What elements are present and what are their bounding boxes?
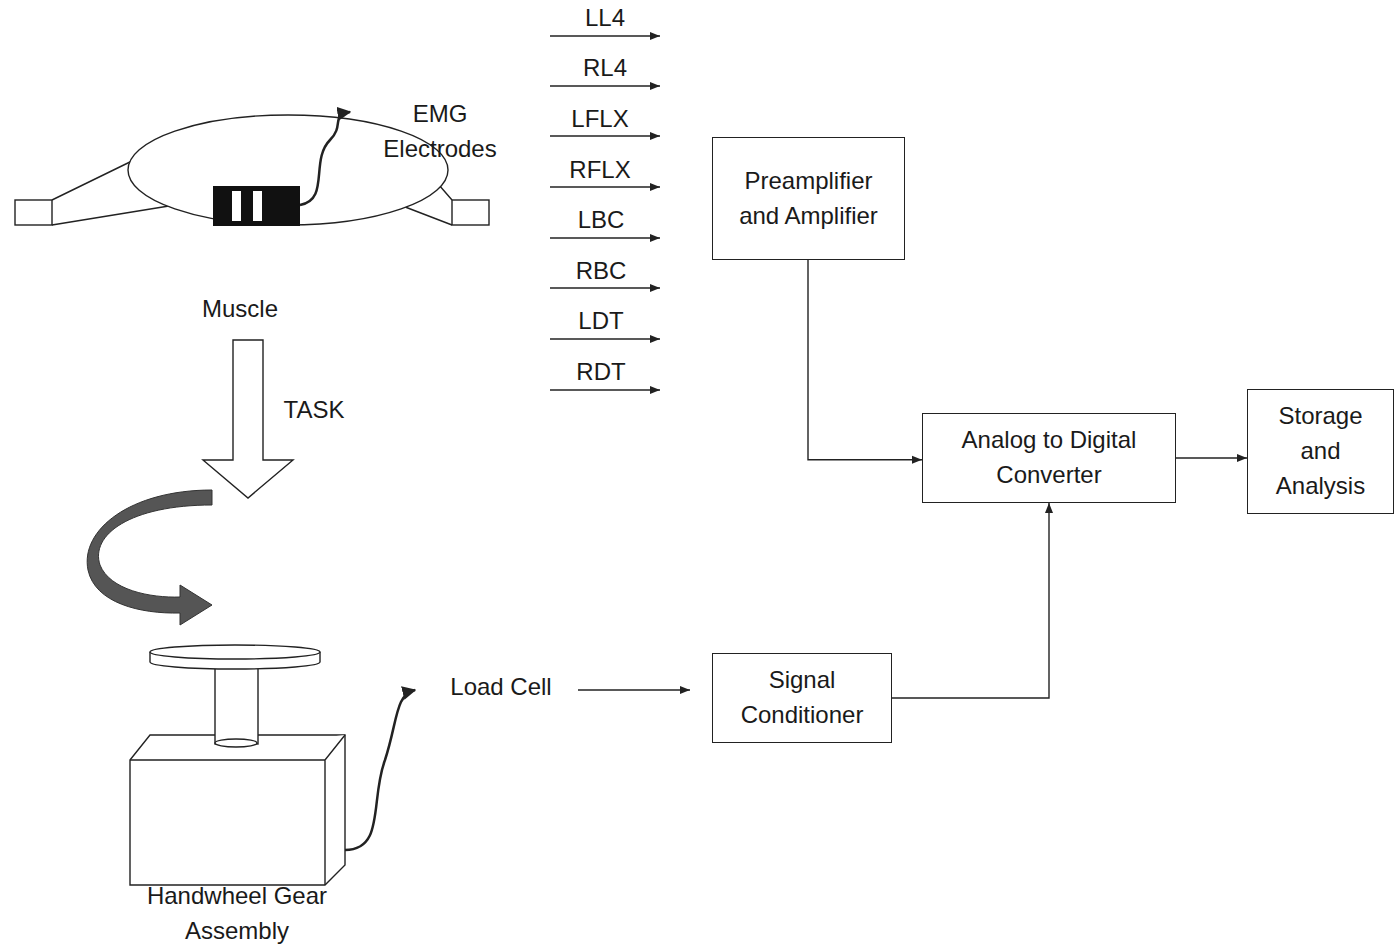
part-name: Handwheel Gear Assembly xyxy=(112,879,362,949)
box-text: Analog to Digital Converter xyxy=(934,423,1164,493)
converter-box: Analog to Digital Converter xyxy=(922,413,1176,503)
signal-name: RDT xyxy=(541,355,661,390)
box-text: Signal Conditioner xyxy=(727,663,877,733)
signal-name: LFLX xyxy=(540,102,660,137)
box-text: Storage and Analysis xyxy=(1261,399,1381,503)
box-text: Preamplifier and Amplifier xyxy=(739,164,879,234)
task-label: TASK xyxy=(264,393,364,428)
rotation-arrow xyxy=(87,490,212,625)
signal-name: RBC xyxy=(541,254,661,289)
signal-name: LBC xyxy=(541,203,661,238)
storage-box: Storage and Analysis xyxy=(1247,389,1394,514)
handwheel-gear-assembly xyxy=(130,645,415,885)
connector-arrow xyxy=(808,260,922,460)
connector-arrow xyxy=(1176,457,1247,458)
signal-name: LL4 xyxy=(545,1,665,36)
conditioner-box: Signal Conditioner xyxy=(712,653,892,743)
part-name: Load Cell xyxy=(426,670,576,705)
part-name: EMG Electrodes xyxy=(375,97,505,167)
signal-name: LDT xyxy=(541,304,661,339)
signal-name: RL4 xyxy=(545,51,665,86)
muscle-figure xyxy=(15,112,489,226)
amplifier-box: Preamplifier and Amplifier xyxy=(712,137,905,260)
connector-arrow xyxy=(892,503,1049,698)
task-arrow xyxy=(203,340,293,498)
signal-name: RFLX xyxy=(540,153,660,188)
load-cell-arrow xyxy=(578,689,690,690)
part-name: Muscle xyxy=(165,292,315,327)
